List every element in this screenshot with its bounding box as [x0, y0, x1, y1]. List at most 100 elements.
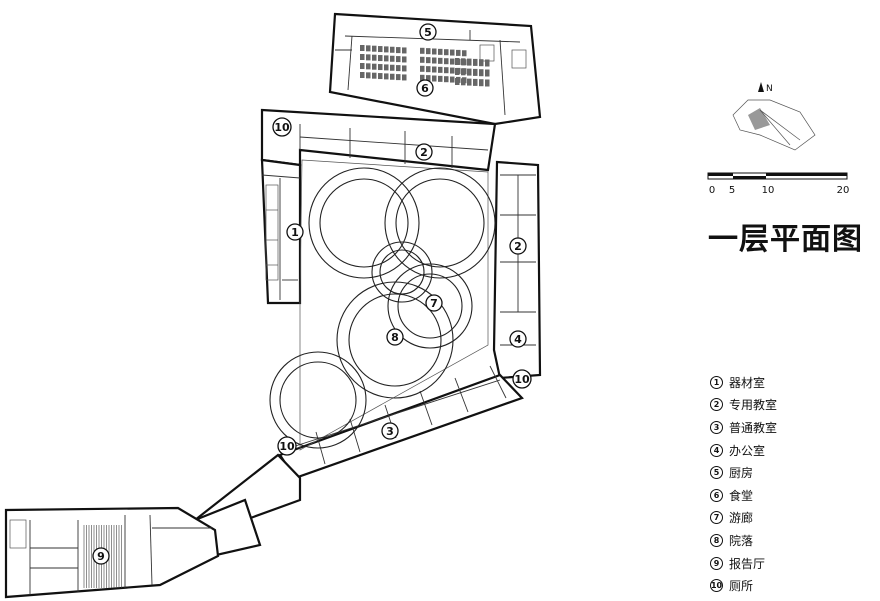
canteen-seat [378, 73, 383, 80]
plan-marker-circle [512, 369, 532, 389]
plan-marker-number: 10 [514, 373, 530, 386]
canteen-seat [426, 48, 431, 55]
canteen-seat [473, 58, 478, 66]
plan-marker-number: 3 [386, 425, 394, 438]
legend-number: 7 [710, 511, 723, 525]
plan-marker-circle [277, 436, 297, 456]
canteen-seat [402, 56, 407, 63]
canteen-seat [390, 55, 395, 62]
canteen-seat [378, 64, 383, 71]
legend-label: 办公室 [729, 443, 766, 458]
canteen-seat [372, 54, 377, 61]
canteen-seat [396, 65, 401, 72]
canteen-seat [378, 55, 383, 62]
plan-marker-number: 2 [514, 240, 522, 253]
legend-item: 9 报告厅 [710, 552, 777, 575]
auditorium-block [4, 453, 302, 599]
main-building [260, 108, 542, 480]
plan-marker-10: 10 [512, 369, 532, 389]
canteen-seat [396, 56, 401, 63]
plan-marker-circle [381, 422, 399, 440]
canteen-seat [479, 59, 484, 67]
canteen-seat [432, 75, 437, 82]
plan-marker-number: 10 [274, 121, 290, 134]
plan-marker-5: 5 [419, 23, 437, 41]
canteen-seat [426, 66, 431, 73]
legend-number: 4 [710, 443, 723, 457]
canteen-seat [396, 74, 401, 81]
site-key-icon [732, 99, 816, 151]
plan-marker-1: 1 [286, 223, 304, 241]
plan-marker-7: 7 [425, 294, 443, 312]
canteen-seat [479, 69, 484, 77]
plan-title: 一层平面图 [708, 222, 863, 257]
plan-marker-number: 10 [279, 440, 295, 453]
canteen-seat [473, 78, 478, 86]
canteen-seat [360, 54, 365, 60]
canteen-seat [378, 46, 383, 53]
canteen-seat [384, 55, 389, 62]
canteen-seat [462, 50, 467, 57]
legend-label: 食堂 [729, 488, 754, 503]
legend-number: 5 [710, 466, 723, 480]
scale-tick-0: 0 [709, 185, 715, 196]
plan-marker-6: 6 [416, 79, 434, 97]
canteen-block [328, 12, 542, 126]
canteen-seat [366, 45, 371, 52]
canteen-seat [420, 47, 425, 54]
legend-number: 9 [710, 556, 723, 570]
canteen-seat [485, 79, 490, 87]
canteen-seat [467, 68, 472, 76]
plan-marker-circle [425, 294, 443, 312]
canteen-seat [473, 68, 478, 76]
canteen-seat [450, 67, 455, 74]
canteen-seat [455, 68, 460, 75]
canteen-seat [366, 63, 371, 70]
legend-number: 10 [710, 579, 723, 593]
canteen-seat [467, 58, 472, 66]
plan-marker-2: 2 [509, 237, 527, 255]
canteen-seat [360, 45, 365, 51]
canteen-seat [402, 47, 407, 54]
plan-marker-circle [509, 237, 527, 255]
veranda-rings [269, 167, 496, 449]
canteen-seat [450, 49, 455, 56]
legend-label: 厕所 [729, 579, 754, 594]
legend-number: 8 [710, 533, 723, 547]
plan-marker-9: 9 [92, 547, 110, 565]
plan-marker-number: 6 [421, 82, 429, 95]
canteen-seat [438, 66, 443, 73]
plan-marker-number: 2 [420, 146, 428, 159]
canteen-seat [396, 47, 401, 54]
scale-bar: 0 5 10 20 [707, 172, 850, 196]
canteen-seat [461, 68, 466, 76]
canteen-seat [390, 46, 395, 53]
plan-marker-number: 1 [291, 226, 299, 239]
canteen-seat [390, 64, 395, 71]
canteen-seat [444, 58, 449, 65]
plan-marker-number: 9 [97, 550, 105, 563]
plan-marker-circle [416, 79, 434, 97]
canteen-seat [384, 46, 389, 53]
legend-label: 器材室 [729, 375, 766, 390]
scale-tick-20: 20 [837, 185, 850, 196]
north-label: N [766, 84, 773, 94]
plan-marker-circle [286, 223, 304, 241]
canteen-seat [455, 58, 460, 65]
canteen-seat [402, 65, 407, 72]
canteen-seat [420, 56, 425, 63]
plan-marker-circle [509, 330, 527, 348]
plan-marker-circle [386, 328, 404, 346]
canteen-seat [420, 74, 425, 81]
plan-marker-number: 5 [424, 26, 432, 39]
canteen-seat [444, 49, 449, 56]
legend-label: 报告厅 [729, 556, 766, 571]
plan-marker-10: 10 [272, 117, 292, 137]
